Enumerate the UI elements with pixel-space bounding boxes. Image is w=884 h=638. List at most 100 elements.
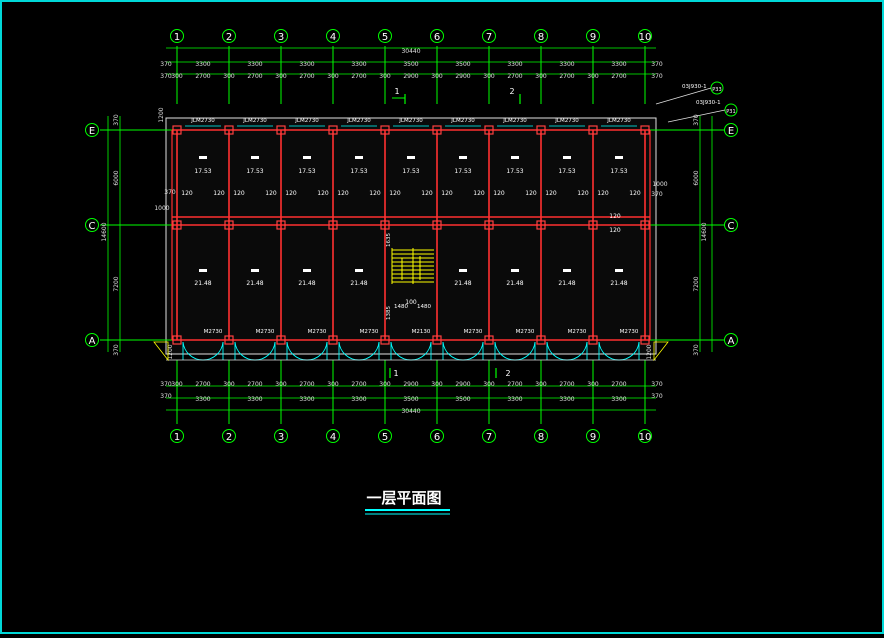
detail-ref: 03J930-1	[682, 84, 707, 90]
wall-offset: 120	[233, 190, 245, 197]
column	[224, 335, 234, 345]
building-outline	[165, 117, 657, 355]
column	[276, 220, 286, 230]
room-area-bottom: 21.48	[506, 280, 523, 287]
axis-bubble	[724, 333, 738, 347]
axis-label-10: 10	[639, 432, 652, 443]
wall-offset: 120	[493, 190, 505, 197]
axis-bubble	[170, 429, 184, 443]
dim-bay-bottom: 3500	[403, 396, 418, 403]
dim-col-bottom: 300	[587, 381, 599, 388]
axis-label-3: 3	[278, 32, 284, 43]
axis-label-7: 7	[486, 32, 492, 43]
axis-bubble	[378, 29, 392, 43]
door-label: M2730	[308, 329, 327, 335]
dim-col-bottom: 300	[223, 381, 235, 388]
dim-cantilever: 1000	[652, 181, 667, 188]
door-label: M2730	[568, 329, 587, 335]
drawing-title: 一层平面图	[366, 489, 441, 507]
dim-bay-bottom: 3300	[611, 396, 626, 403]
axis-label-4: 4	[330, 32, 336, 43]
door-label: M2130	[412, 329, 431, 335]
room-area-top: 17.53	[194, 168, 211, 175]
column	[172, 335, 182, 345]
window-label: JLM2730	[346, 118, 371, 124]
dim-bay-top: 3300	[247, 61, 262, 68]
wall-offset: 120	[577, 190, 589, 197]
axis-bubble	[85, 123, 99, 137]
dim-edge-right: 370	[651, 191, 663, 198]
axis-bubble	[534, 29, 548, 43]
column	[432, 125, 442, 135]
column	[484, 125, 494, 135]
dim-net-top: 2900	[455, 73, 470, 80]
axis-bubble	[638, 429, 652, 443]
axis-bubble	[430, 429, 444, 443]
axis-label-8: 8	[538, 432, 544, 443]
column	[380, 335, 390, 345]
stair-dim: 1480	[394, 304, 408, 310]
dim-depth-total-left: 14600	[101, 222, 108, 241]
wall-offset: 120	[265, 190, 277, 197]
room-marker	[251, 269, 259, 272]
column	[588, 125, 598, 135]
axis-bubble	[326, 29, 340, 43]
room-area-top: 17.53	[506, 168, 523, 175]
room-marker	[355, 269, 363, 272]
axis-label-2: 2	[226, 32, 232, 43]
room-area-bottom: 21.48	[194, 280, 211, 287]
room-area-top: 17.53	[610, 168, 627, 175]
room-area-bottom: 21.48	[246, 280, 263, 287]
room-marker	[511, 156, 519, 159]
dim-col-top: 300	[327, 73, 339, 80]
dim-net-top: 2700	[351, 73, 366, 80]
dim-net-bottom: 2900	[455, 381, 470, 388]
dim-net-bottom: 2700	[507, 381, 522, 388]
dim-depth-top-right: 6000	[693, 170, 700, 185]
door-label: M2730	[360, 329, 379, 335]
column	[380, 125, 390, 135]
column	[432, 220, 442, 230]
axis-bubble	[638, 29, 652, 43]
window-label: JLM2730	[398, 118, 423, 124]
door-label: M2730	[516, 329, 535, 335]
dim-net-top: 2700	[299, 73, 314, 80]
dim-strip: 1200	[158, 107, 165, 122]
axis-label-A: A	[728, 336, 735, 347]
dim-col-bottom: 300	[327, 381, 339, 388]
axis-bubble	[326, 429, 340, 443]
axis-bubble	[586, 429, 600, 443]
wall-offset: 120	[597, 190, 609, 197]
dim-net-bottom: 2700	[611, 381, 626, 388]
axis-bubble	[274, 429, 288, 443]
dim-strip: 1200	[167, 344, 174, 359]
room-marker	[199, 269, 207, 272]
axis-bubble	[724, 123, 738, 137]
leader-line	[667, 109, 726, 123]
axis-bubble	[724, 218, 738, 232]
dim-bay-bottom: 3300	[195, 396, 210, 403]
room-area-bottom: 21.48	[558, 280, 575, 287]
column	[172, 220, 182, 230]
wall-offset: 120	[609, 227, 621, 234]
dim-net-bottom: 2900	[403, 381, 418, 388]
axis-label-4: 4	[330, 432, 336, 443]
room-marker	[615, 269, 623, 272]
axis-bubble	[222, 29, 236, 43]
ramp-right	[653, 341, 669, 362]
window-label: JLM2730	[502, 118, 527, 124]
dim-overall-top: 30440	[401, 48, 420, 55]
stair-label: 100	[405, 299, 417, 306]
room-area-bottom: 21.48	[610, 280, 627, 287]
dim-bay-bottom: 3500	[455, 396, 470, 403]
axis-label-C: C	[728, 221, 735, 232]
dim-edge-left: 370	[164, 189, 176, 196]
dim-bay-top: 3300	[299, 61, 314, 68]
axis-bubble	[482, 29, 496, 43]
window-label: JLM2730	[606, 118, 631, 124]
section-mark-label: 1	[393, 369, 398, 378]
wall-offset: 120	[629, 190, 641, 197]
